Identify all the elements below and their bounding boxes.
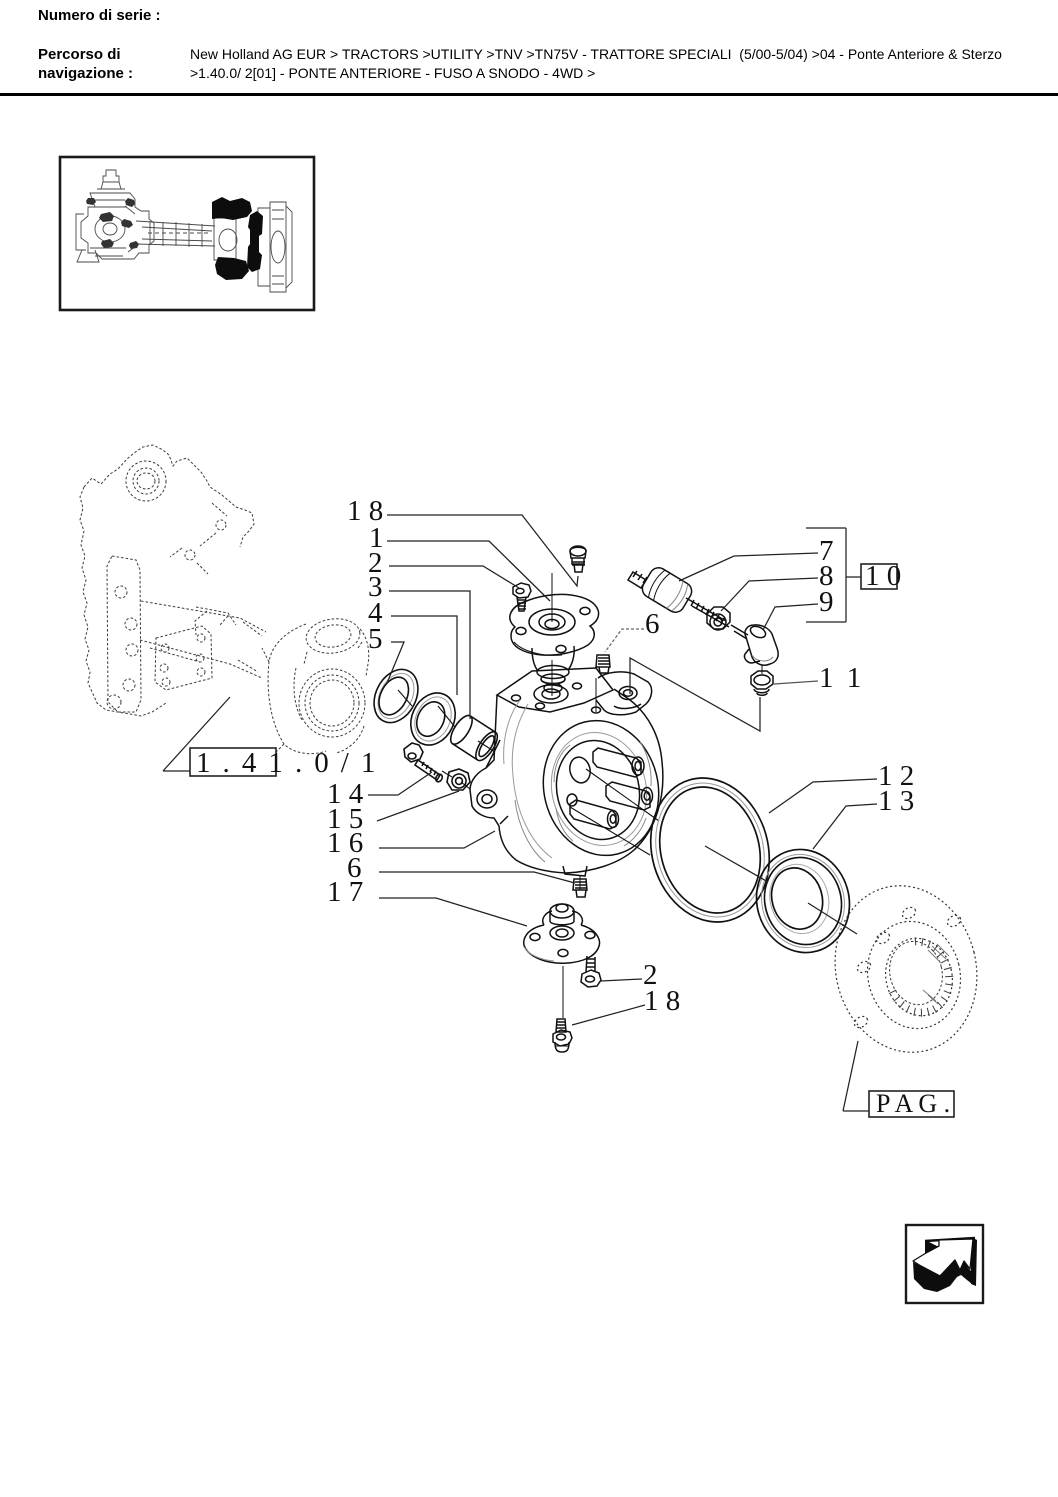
svg-text:2: 2 [368,547,383,579]
svg-text:6: 6 [645,608,660,640]
svg-text:8: 8 [819,560,834,592]
svg-text:1 6: 1 6 [327,827,363,859]
svg-text:7: 7 [819,535,834,567]
svg-text:1 8: 1 8 [347,495,383,527]
svg-text:1 3: 1 3 [878,785,914,817]
svg-text:1 1: 1 1 [819,662,864,694]
svg-text:9: 9 [819,586,834,618]
svg-text:1: 1 [369,522,384,554]
svg-text:P A G .: P A G . [876,1089,950,1118]
svg-text:5: 5 [368,623,383,655]
svg-text:3: 3 [368,571,383,603]
svg-text:1 4: 1 4 [327,778,364,810]
svg-text:6: 6 [347,852,362,884]
svg-text:4: 4 [368,597,383,629]
svg-text:1 . 4 1 . 0 / 1: 1 . 4 1 . 0 / 1 [196,747,378,779]
svg-text:1 7: 1 7 [327,876,363,908]
svg-text:1 8: 1 8 [644,985,680,1017]
svg-text:1 0: 1 0 [865,560,901,592]
svg-text:1 2: 1 2 [878,760,914,792]
svg-text:1 5: 1 5 [327,803,363,835]
svg-text:2: 2 [643,959,658,991]
